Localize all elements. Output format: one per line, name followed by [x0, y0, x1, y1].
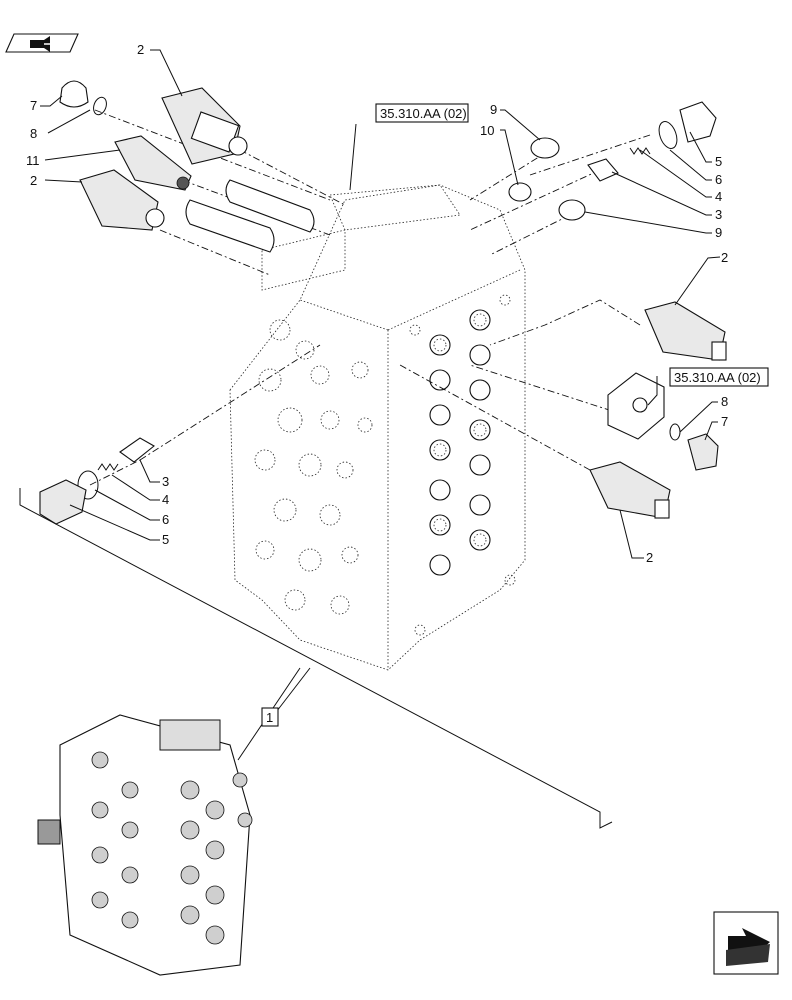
valve-block-body: [229, 184, 526, 671]
callout-number: 9: [490, 102, 497, 117]
relief-valve-right-lower[interactable]: [589, 461, 671, 519]
relief-valve-lower-left[interactable]: [79, 169, 165, 231]
assembly-callout-number: 1: [266, 710, 273, 725]
plug-5-lower[interactable]: [39, 479, 87, 525]
reference-box-right[interactable]: 35.310.AA (02): [669, 367, 769, 387]
plug-9-upper[interactable]: [530, 137, 560, 159]
poppet-3-upper[interactable]: [587, 158, 619, 182]
callout-numbers: 2 7 8 11 2 9 10 5 6 4 3 9 2 8 7 2 3 4 6 …: [26, 42, 728, 565]
callout-number: 3: [162, 474, 169, 489]
callout-number: 9: [715, 225, 722, 240]
reference-box-right-text: 35.310.AA (02): [674, 370, 761, 385]
relief-valve-right-upper[interactable]: [644, 301, 727, 361]
callout-number: 10: [480, 123, 494, 138]
previous-page-icon[interactable]: [5, 33, 79, 53]
poppet-3-lower[interactable]: [119, 437, 155, 463]
plug-7-upper[interactable]: [59, 80, 89, 108]
assembly-callout-box[interactable]: 1: [261, 707, 279, 727]
spring-4-lower[interactable]: [97, 463, 119, 471]
o-ring-8-lower[interactable]: [669, 423, 681, 441]
plug-9-lower[interactable]: [558, 199, 586, 221]
relief-valve-upper-left[interactable]: [161, 87, 248, 165]
spring-4-upper[interactable]: [629, 147, 651, 155]
o-ring-6-upper[interactable]: [656, 119, 681, 151]
plug-5-upper[interactable]: [679, 101, 717, 143]
callout-number: 3: [715, 207, 722, 222]
plug-10[interactable]: [508, 182, 532, 202]
callout-number: 8: [30, 126, 37, 141]
flange-plate[interactable]: [607, 372, 665, 440]
callout-number: 2: [646, 550, 653, 565]
valve-assembly-thumbnail[interactable]: [37, 714, 253, 976]
o-ring-8-upper[interactable]: [91, 95, 108, 116]
callout-number: 2: [137, 42, 144, 57]
callout-number: 7: [30, 98, 37, 113]
callout-number: 5: [715, 154, 722, 169]
callout-number: 5: [162, 532, 169, 547]
o-ring-6-lower[interactable]: [77, 470, 99, 500]
next-page-icon[interactable]: [713, 911, 779, 975]
callout-number: 8: [721, 394, 728, 409]
callout-number: 6: [162, 512, 169, 527]
cartridge-valve-11[interactable]: [114, 135, 192, 191]
callout-number: 6: [715, 172, 722, 187]
reference-box-top-text: 35.310.AA (02): [380, 106, 467, 121]
callout-number: 2: [30, 173, 37, 188]
leader-lines: [40, 49, 721, 559]
spool-pipes: [185, 179, 315, 253]
callout-number: 11: [26, 153, 40, 168]
reference-box-top[interactable]: 35.310.AA (02): [375, 103, 469, 123]
plug-7-lower[interactable]: [687, 433, 719, 471]
callout-number: 4: [162, 492, 169, 507]
callout-number: 4: [715, 189, 722, 204]
callout-number: 2: [721, 250, 728, 265]
callout-number: 7: [721, 414, 728, 429]
